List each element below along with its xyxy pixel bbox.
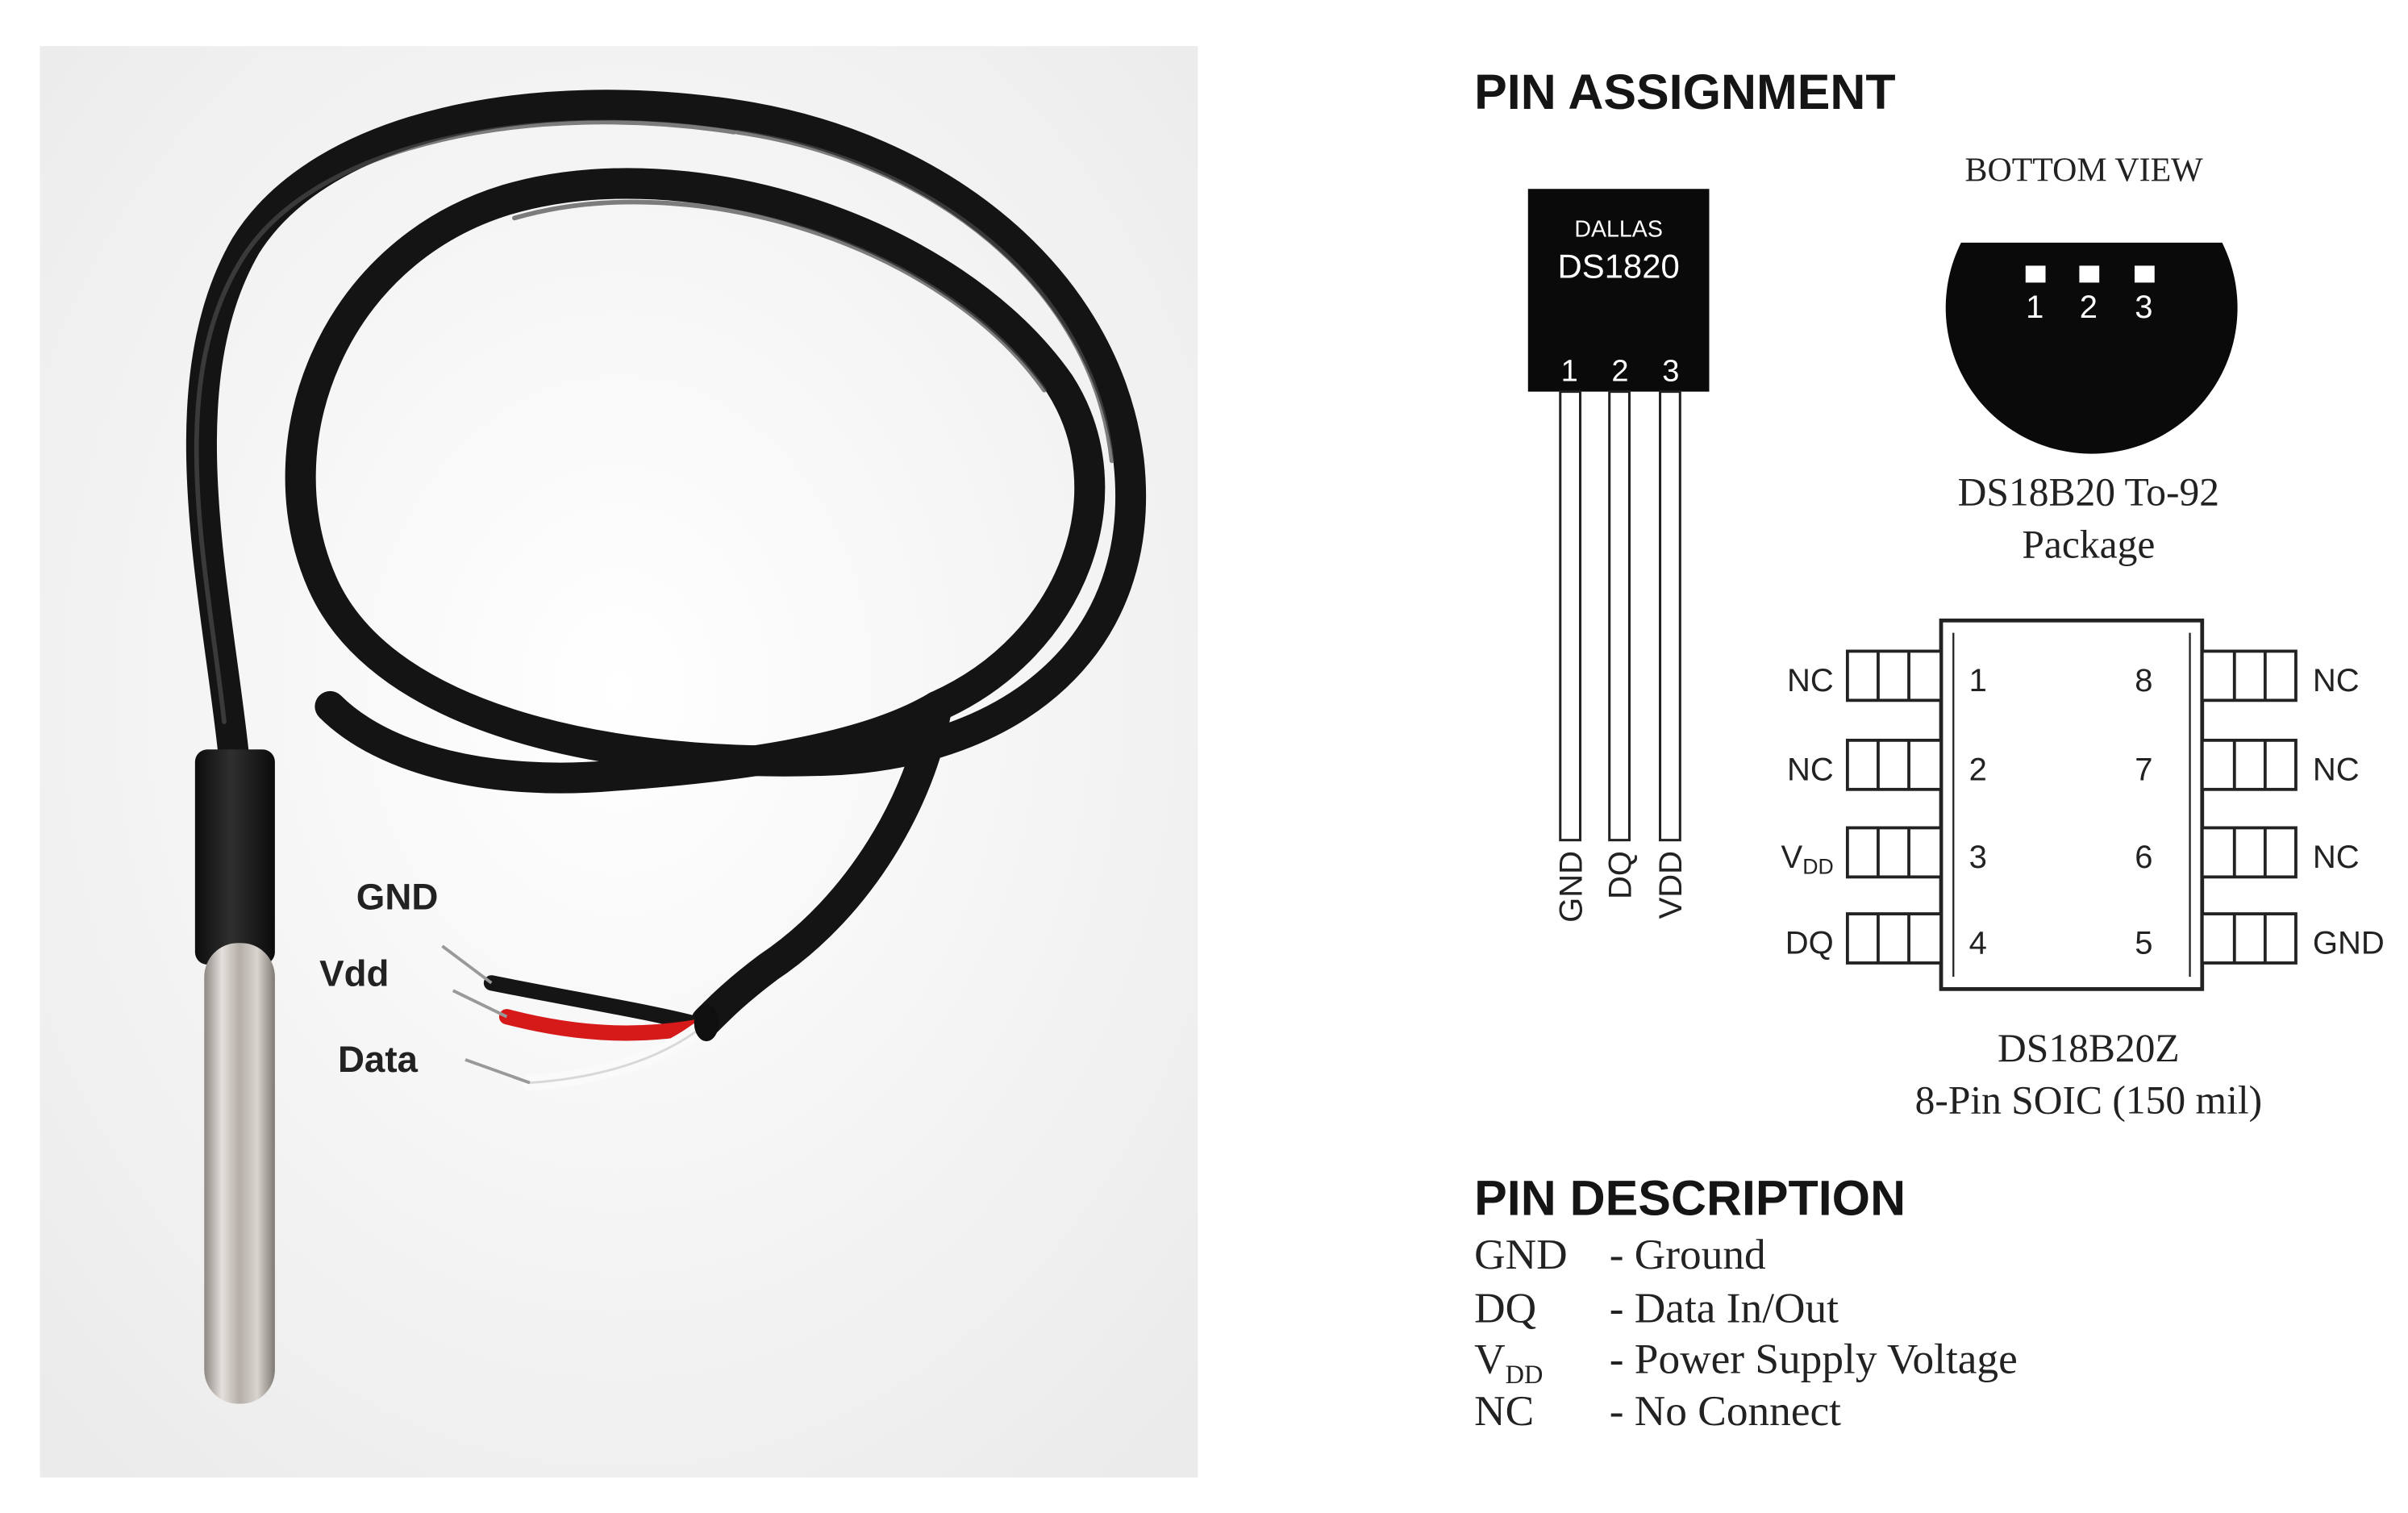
bottom-pin-pad-1 — [2025, 265, 2046, 283]
bottom-pin-number-1: 1 — [2026, 290, 2043, 325]
soic8-pin-num-6: 6 — [2135, 840, 2152, 875]
pin-description-term-main: V — [1474, 1336, 1506, 1384]
soic-caption-line1: DS18B20Z — [1998, 1026, 2180, 1071]
to92-pin-number-2: 2 — [1611, 354, 1628, 388]
wire-label-vdd: Vdd — [319, 953, 389, 994]
cable-loops — [185, 90, 1147, 1037]
pin-description-term: GND — [1474, 1232, 1568, 1280]
soic8-pin-num-3: 3 — [1969, 840, 1987, 875]
to92-leads — [1559, 390, 1681, 842]
soic8-pin-name-4: DQ — [1785, 926, 1834, 961]
soic8-pin-name-5: GND — [2313, 926, 2385, 961]
soic8-pin-name-3: VDD — [1781, 840, 1834, 879]
bottom-pin-pad-3 — [2134, 265, 2155, 283]
cable-highlights — [194, 119, 1114, 724]
soic8-right-pads — [2200, 649, 2298, 965]
soic8-pin-num-7: 7 — [2135, 752, 2152, 787]
soic8-body — [1939, 618, 2205, 991]
pin-description-term: NC — [1474, 1388, 1535, 1436]
pin-description-definition: - No Connect — [1609, 1388, 1841, 1436]
to92-pin-number-1: 1 — [1561, 354, 1578, 388]
soic8-pin-name-7: NC — [2313, 752, 2360, 787]
bottom-pin-number-3: 3 — [2135, 290, 2152, 325]
soic-caption-line2: 8-Pin SOIC (150 mil) — [1914, 1077, 2263, 1123]
pin-description-term-sub: DD — [1505, 1360, 1544, 1390]
wire-label-data: Data — [338, 1039, 419, 1080]
soic8-pin-name-2: NC — [1787, 752, 1834, 787]
soic8-pin-name-1: NC — [1787, 663, 1834, 698]
pin-description-heading: PIN DESCRIPTION — [1474, 1170, 1906, 1226]
soic8-pin-num-4: 4 — [1969, 926, 1987, 961]
soic8-left-pads — [1845, 649, 1943, 965]
pin-description-definition: - Ground — [1609, 1232, 1766, 1280]
probe-sleeve — [194, 749, 275, 965]
pin-description-definition: - Power Supply Voltage — [1609, 1336, 2018, 1384]
to92-pin-number-3: 3 — [1662, 354, 1679, 388]
bottom-view-diagram: 1 2 3 — [1945, 242, 2238, 454]
pin-description-term: VDD — [1474, 1336, 1543, 1391]
probe-tip — [204, 943, 275, 1404]
wire-tips — [441, 944, 531, 1085]
pin-description-definition: - Data In/Out — [1609, 1285, 1839, 1333]
to92-bottom-outline — [1945, 242, 2238, 454]
to92-lead-label-dq: DQ — [1602, 851, 1638, 899]
to92-package-caption-line1: DS18B20 To-92 — [1957, 469, 2220, 515]
bottom-view-title: BOTTOM VIEW — [1964, 150, 2203, 190]
to92-brand: DALLAS — [1574, 216, 1662, 242]
to92-front-view: DALLAS DS1820 1 2 3 GND DQ VDD — [1527, 189, 1710, 923]
soic8-diagram: NC NC VDD DQ 1 2 3 4 8 7 6 5 NC NC NC GN… — [1781, 618, 2385, 991]
pin-assignment-heading: PIN ASSIGNMENT — [1474, 64, 1896, 120]
soic8-pin-num-5: 5 — [2135, 926, 2152, 961]
to92-body — [1527, 189, 1710, 392]
to92-package-caption-line2: Package — [2022, 522, 2156, 567]
pin-description-term: DQ — [1474, 1285, 1537, 1333]
to92-part: DS1820 — [1557, 248, 1679, 286]
wires — [483, 975, 719, 1091]
soic8-pin-name-8: NC — [2313, 663, 2360, 698]
soic8-pin-num-2: 2 — [1969, 752, 1987, 787]
to92-lead-label-vdd: VDD — [1653, 851, 1689, 919]
bottom-pin-number-2: 2 — [2080, 290, 2098, 325]
probe-photo: GND Vdd Data — [40, 46, 1198, 1478]
soic8-pin-name-3-main: V — [1781, 840, 1803, 875]
to92-lead-label-gnd: GND — [1553, 851, 1589, 923]
wire-label-gnd: GND — [356, 876, 439, 917]
soic8-pin-num-1: 1 — [1969, 663, 1987, 698]
soic8-pin-name-3-sub: DD — [1802, 855, 1834, 879]
soic8-pin-name-6: NC — [2313, 840, 2360, 875]
soic8-pin-num-8: 8 — [2135, 663, 2152, 698]
bottom-pin-pad-2 — [2079, 265, 2100, 283]
